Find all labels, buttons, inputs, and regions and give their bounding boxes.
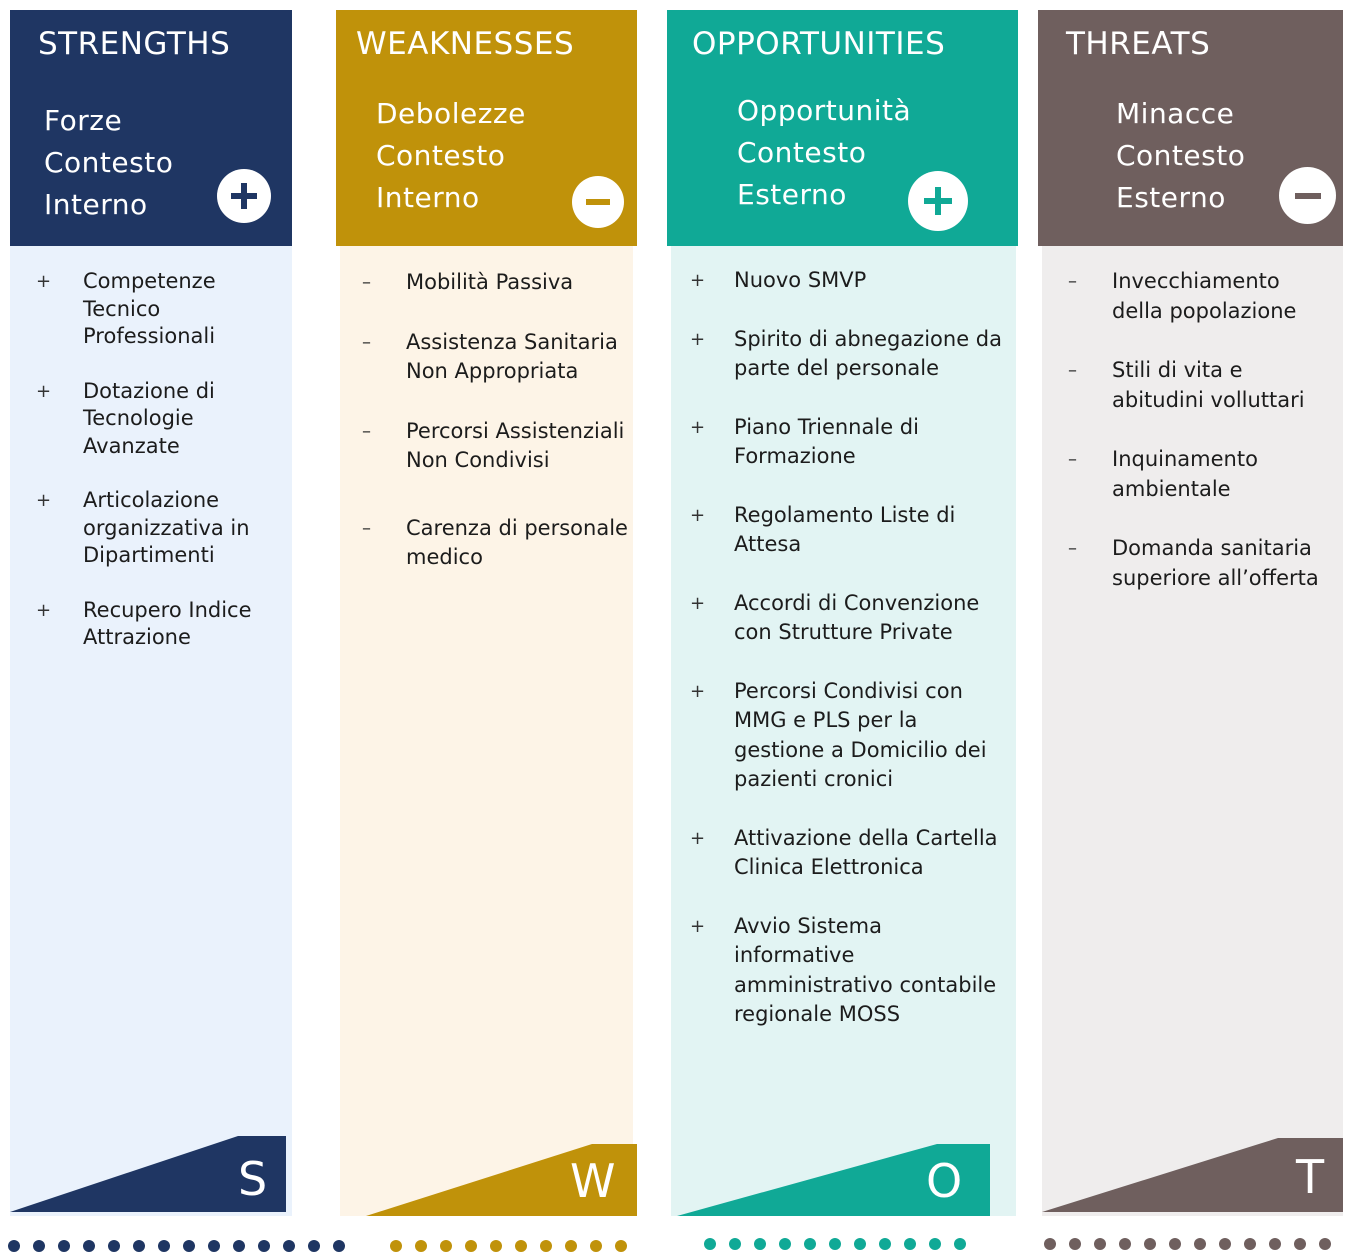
list-item: +Articolazione organizzativa in Dipartim… <box>36 488 250 567</box>
plus-icon <box>217 169 271 223</box>
list-item: +Spirito di abnegazione da parte del per… <box>690 326 1002 381</box>
list-item: –Invecchiamento della popolazione <box>1068 269 1297 323</box>
strengths-corner-triangle <box>10 1136 286 1212</box>
threats-column: THREATS Minacce Contesto Esterno –Invecc… <box>1038 10 1343 1216</box>
list-item: +Percorsi Condivisi con MMG e PLS per la… <box>690 678 987 792</box>
threats-letter: T <box>1296 1150 1325 1204</box>
weaknesses-corner-triangle <box>366 1144 637 1216</box>
weaknesses-dotted-line <box>390 1237 640 1256</box>
opportunities-title: OPPORTUNITIES <box>692 26 946 62</box>
plus-icon <box>908 171 968 231</box>
opportunities-subtitle: Opportunità Contesto Esterno <box>737 94 912 211</box>
list-item: +Dotazione di Tecnologie Avanzate <box>36 378 215 458</box>
list-item: –Assistenza Sanitaria Non Appropriata <box>362 329 618 384</box>
opportunities-list: +Nuovo SMVP +Spirito di abnegazione da p… <box>690 266 1006 1059</box>
list-item: +Nuovo SMVP <box>690 268 867 292</box>
threats-title: THREATS <box>1066 26 1211 62</box>
threats-panel: –Invecchiamento della popolazione –Stili… <box>1042 246 1343 1216</box>
weaknesses-letter: W <box>570 1154 616 1208</box>
weaknesses-header: WEAKNESSES Debolezze Contesto Interno <box>336 10 637 246</box>
list-item: –Mobilità Passiva <box>362 270 574 294</box>
list-item: +Regolamento Liste di Attesa <box>690 502 956 557</box>
strengths-column: STRENGTHS Forze Contesto Interno +Compet… <box>10 10 292 1216</box>
list-item: –Percorsi Assistenziali Non Condivisi <box>362 418 625 473</box>
strengths-list: +Competenze Tecnico Professionali +Dotaz… <box>36 268 283 679</box>
weaknesses-subtitle: Debolezze Contesto Interno <box>376 97 526 214</box>
list-item: –Domanda sanitaria superiore all’offerta <box>1068 536 1319 590</box>
threats-list: –Invecchiamento della popolazione –Stili… <box>1068 267 1332 623</box>
minus-icon <box>572 176 624 228</box>
list-item: –Stili di vita e abitudini volluttari <box>1068 358 1305 412</box>
weaknesses-panel: –Mobilità Passiva –Assistenza Sanitaria … <box>340 246 633 1216</box>
threats-subtitle: Minacce Contesto Esterno <box>1116 97 1246 214</box>
list-item: +Competenze Tecnico Professionali <box>36 269 216 348</box>
minus-icon <box>1279 167 1336 224</box>
strengths-letter: S <box>238 1152 268 1206</box>
strengths-subtitle: Forze Contesto Interno <box>44 104 174 221</box>
weaknesses-column: WEAKNESSES Debolezze Contesto Interno –M… <box>336 10 637 1216</box>
strengths-header: STRENGTHS Forze Contesto Interno <box>10 10 292 246</box>
threats-header: THREATS Minacce Contesto Esterno <box>1038 10 1343 246</box>
weaknesses-list: –Mobilità Passiva –Assistenza Sanitaria … <box>362 268 628 603</box>
opportunities-panel: +Nuovo SMVP +Spirito di abnegazione da p… <box>671 246 1016 1216</box>
opportunities-letter: O <box>926 1154 963 1208</box>
list-item: –Inquinamento ambientale <box>1068 447 1258 501</box>
threats-dotted-line <box>1044 1235 1344 1254</box>
opportunities-column: OPPORTUNITIES Opportunità Contesto Ester… <box>667 10 1018 1216</box>
threats-corner-triangle <box>1042 1138 1343 1212</box>
list-item: –Carenza di personale medico <box>362 515 628 570</box>
list-item: +Piano Triennale di Formazione <box>690 414 919 469</box>
opportunities-dotted-line <box>704 1235 979 1254</box>
opportunities-header: OPPORTUNITIES Opportunità Contesto Ester… <box>667 10 1018 246</box>
strengths-dotted-line <box>8 1237 358 1256</box>
weaknesses-title: WEAKNESSES <box>356 26 575 62</box>
list-item: +Attivazione della Cartella Clinica Elet… <box>690 825 998 880</box>
opportunities-corner-triangle <box>677 1144 990 1216</box>
strengths-panel: +Competenze Tecnico Professionali +Dotaz… <box>10 246 292 1216</box>
list-item: +Avvio Sistema informative amministrativ… <box>690 913 997 1027</box>
strengths-title: STRENGTHS <box>38 26 231 62</box>
list-item: +Recupero Indice Attrazione <box>36 597 252 650</box>
list-item: +Accordi di Convenzione con Strutture Pr… <box>690 590 980 645</box>
